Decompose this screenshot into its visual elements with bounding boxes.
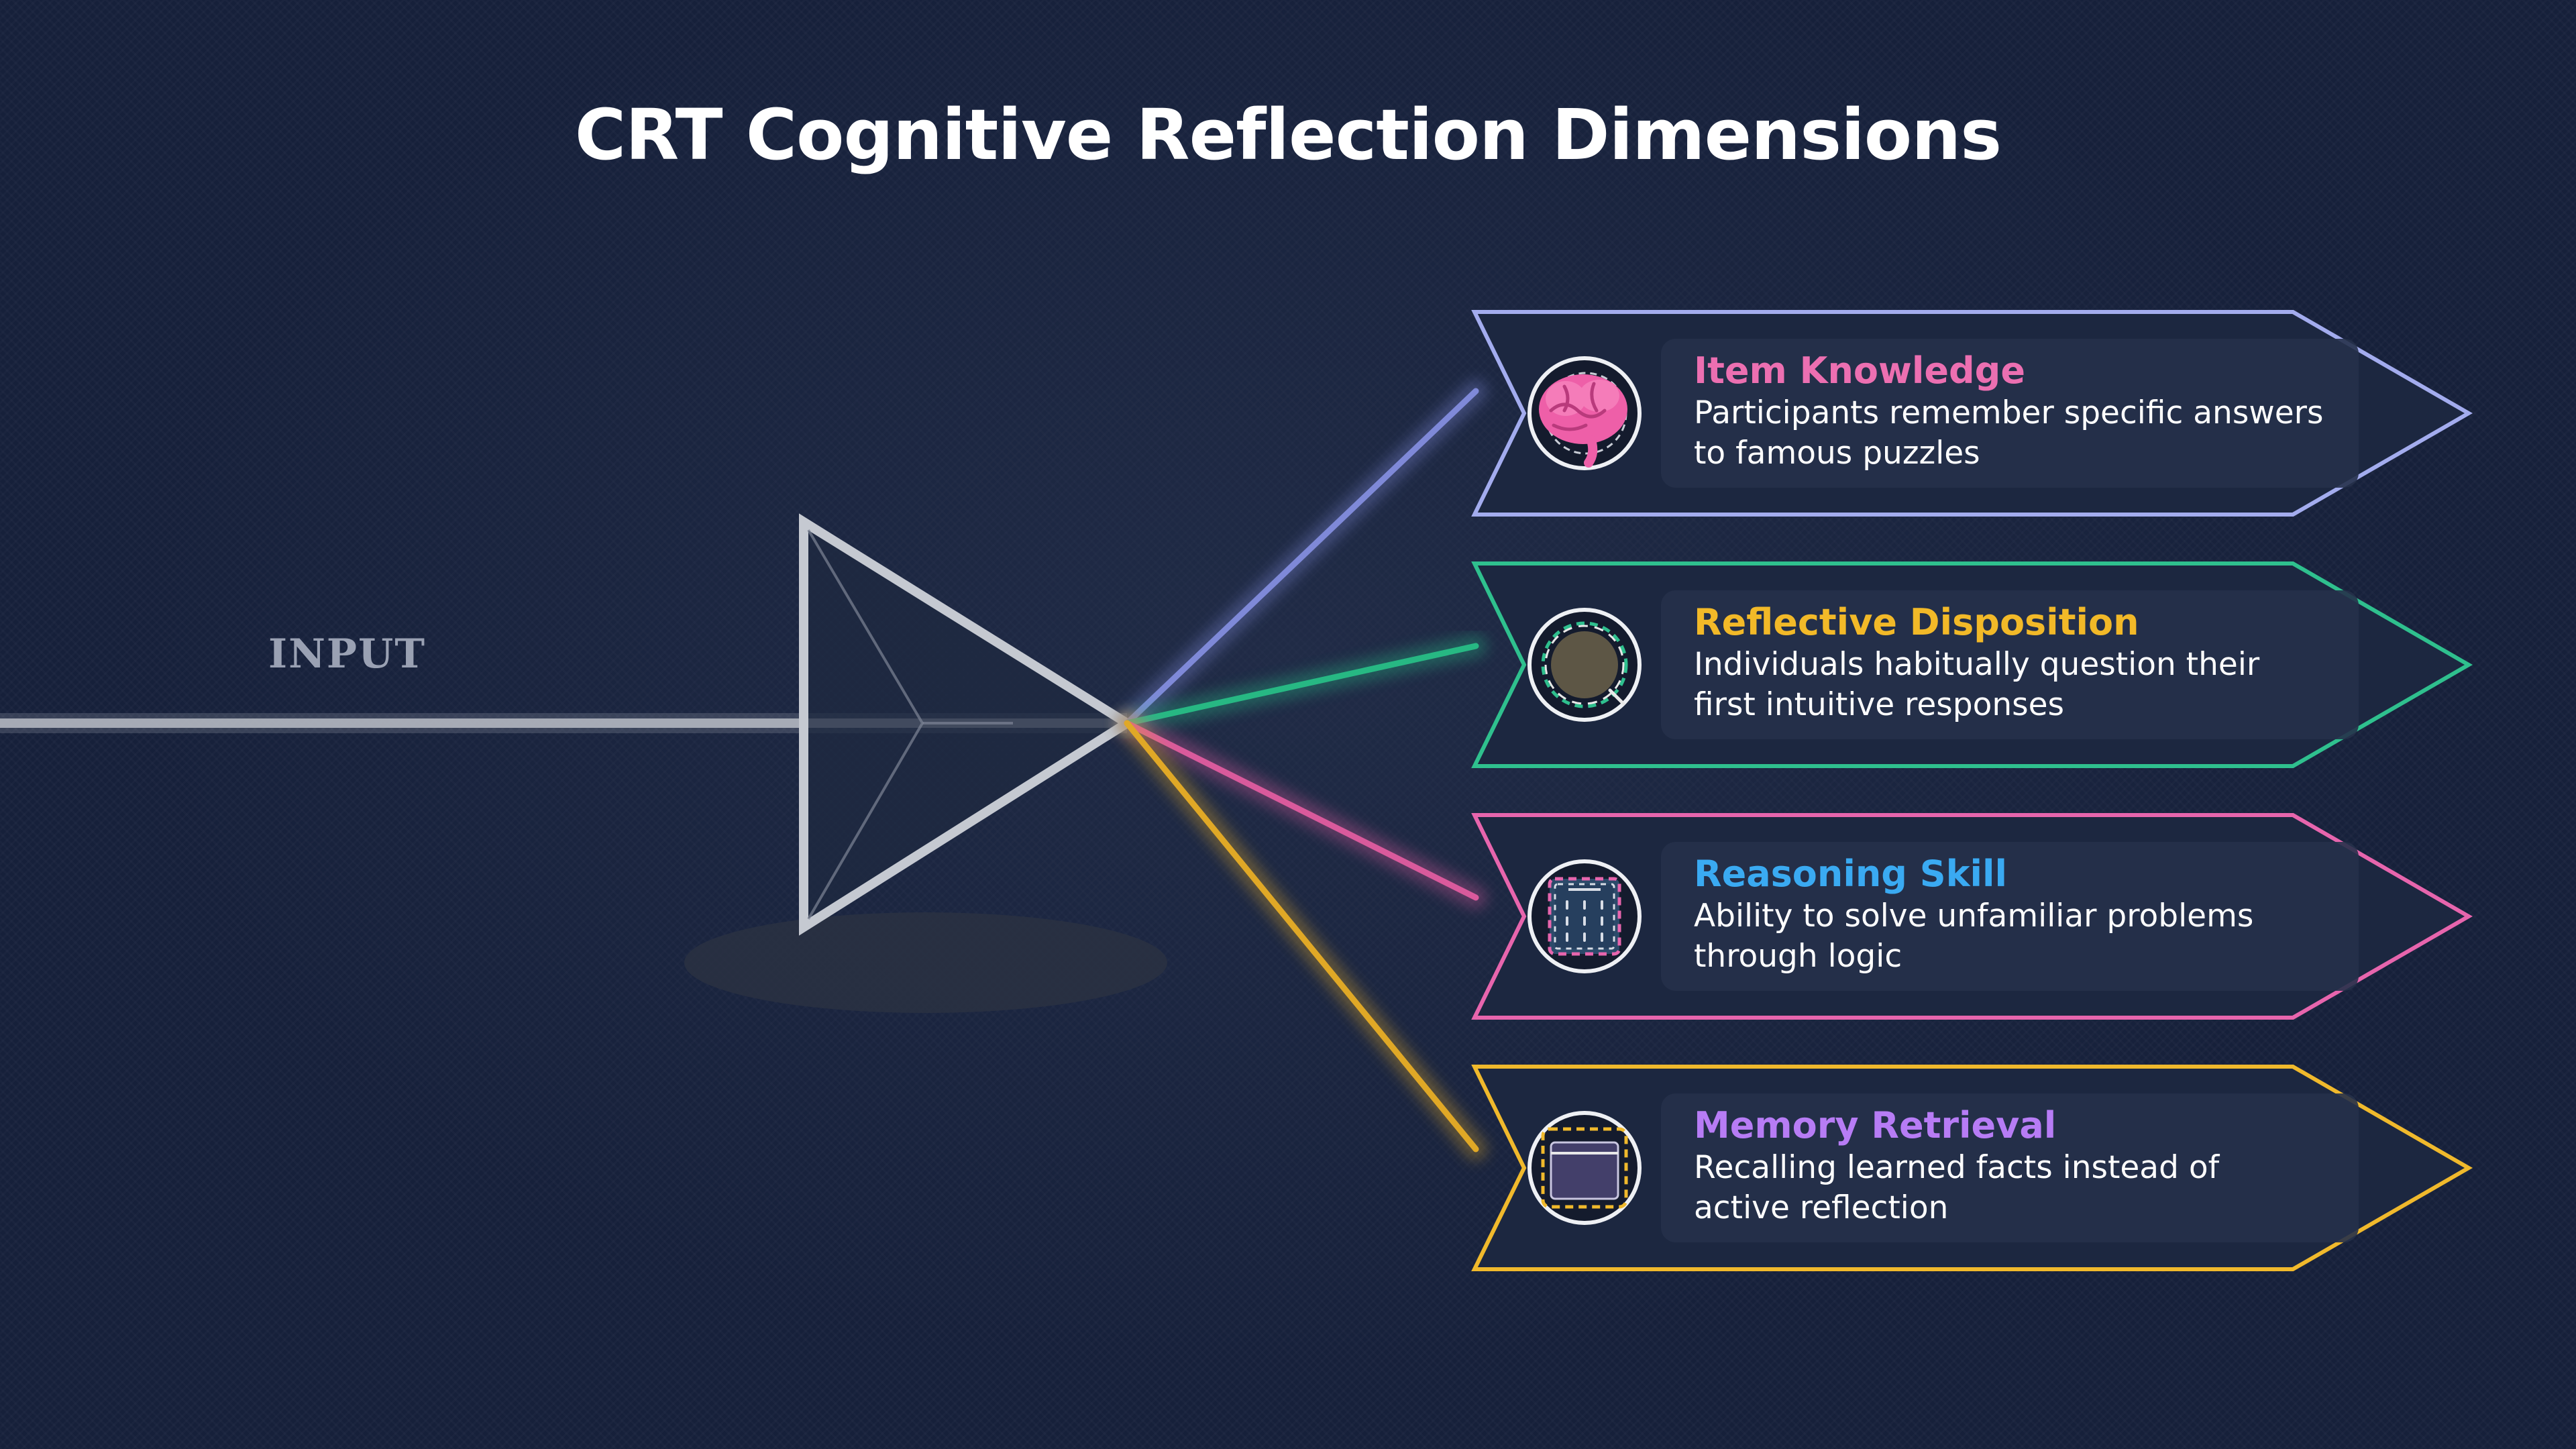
prism-shadow xyxy=(684,912,1167,1013)
card-title: Reflective Disposition xyxy=(1694,601,2139,643)
dimension-card-3 xyxy=(1471,813,2473,1020)
beam-2 xyxy=(1124,643,1479,727)
memory-box-icon xyxy=(1527,1111,1642,1225)
output-beams xyxy=(1116,380,1487,1161)
input-label: INPUT xyxy=(268,631,426,678)
dimension-card-2 xyxy=(1471,561,2473,768)
grid-icon xyxy=(1527,859,1642,973)
dimension-cards xyxy=(1471,310,2473,1271)
reflection-circle-icon xyxy=(1527,608,1642,722)
card-inner-panel xyxy=(1661,590,2359,739)
card-description: Ability to solve unfamiliar problems thr… xyxy=(1694,898,2254,975)
card-description: Participants remember specific answers t… xyxy=(1694,394,2324,472)
dimension-card-4 xyxy=(1471,1065,2473,1271)
brain-icon xyxy=(1527,356,1642,470)
page-title: CRT Cognitive Reflection Dimensions xyxy=(574,94,2002,176)
card-inner-panel xyxy=(1661,842,2359,991)
prism xyxy=(799,513,1136,936)
dimension-card-1 xyxy=(1471,310,2473,517)
card-title: Memory Retrieval xyxy=(1694,1104,2057,1146)
beam-1 xyxy=(1124,388,1479,727)
card-description: Recalling learned facts instead of activ… xyxy=(1694,1149,2220,1226)
card-inner-panel xyxy=(1661,339,2359,488)
beam-4 xyxy=(1124,720,1479,1152)
beam-3 xyxy=(1124,720,1479,901)
card-title: Reasoning Skill xyxy=(1694,853,2008,895)
card-description: Individuals habitually question their fi… xyxy=(1694,646,2260,723)
card-title: Item Knowledge xyxy=(1694,350,2025,392)
card-inner-panel xyxy=(1661,1093,2359,1242)
